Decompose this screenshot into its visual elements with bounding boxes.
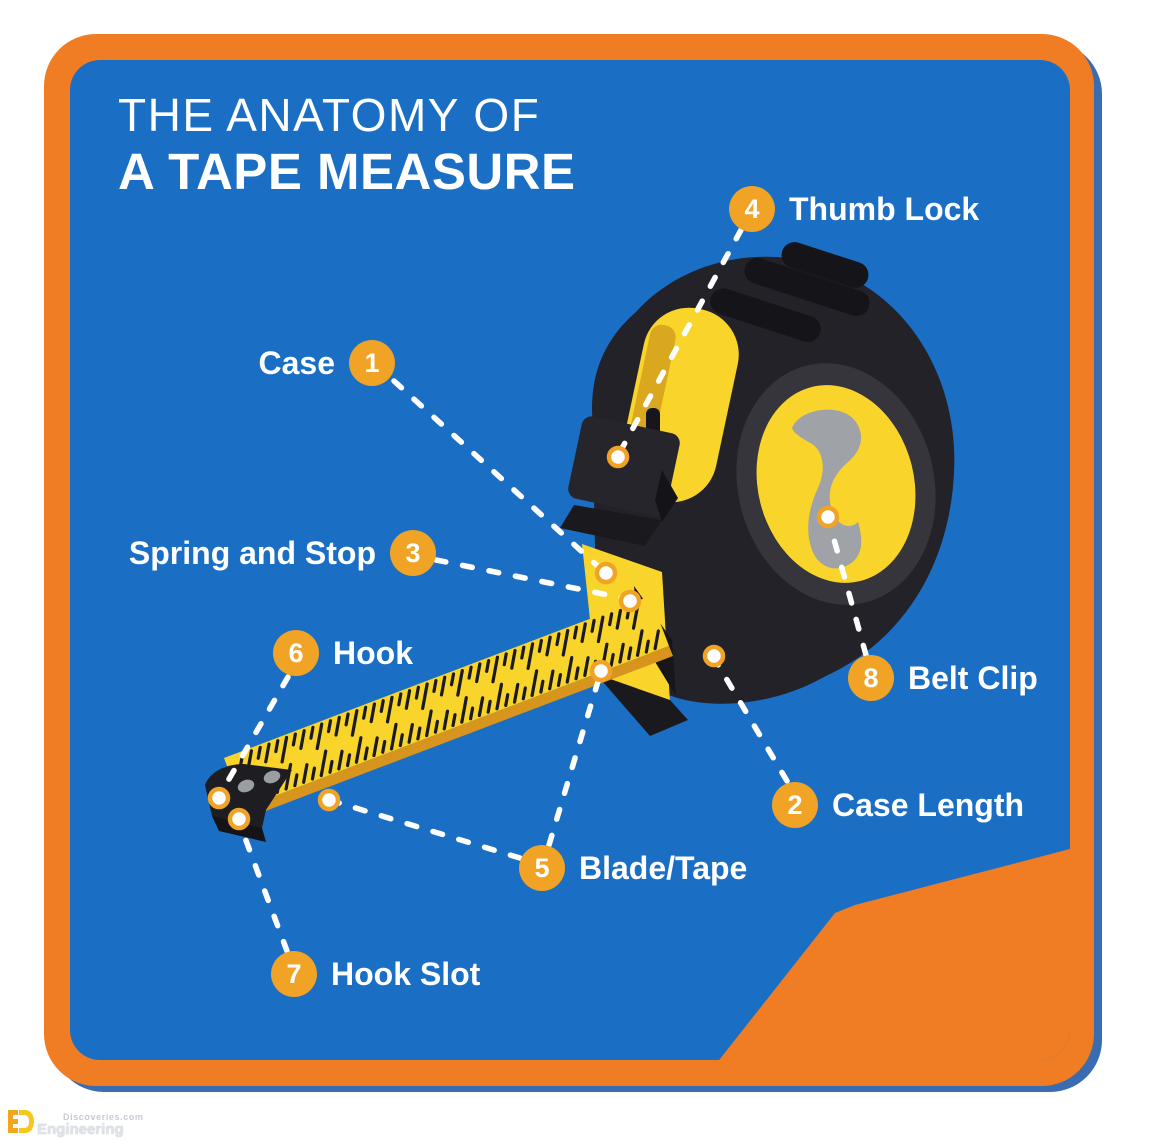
leader-line-hook [218,674,291,796]
watermark-engineering: Engineering [37,1121,124,1139]
label-blade-tape-text: Blade/Tape [579,849,748,886]
anchor-dot [227,807,251,831]
hook [205,764,292,842]
title-line-1: THE ANATOMY OF [118,89,541,141]
leader-line-case [391,378,604,572]
label-thumb-lock-number: 4 [729,186,775,232]
belt-clip-window [736,363,936,605]
corner-accent [716,848,1070,1060]
label-blade-tape: 5 Blade/Tape [519,845,747,891]
label-hook-number: 6 [273,630,319,676]
leader-line-belt-clip [827,522,869,658]
blade-underside [243,646,673,818]
ed-logo-icon [8,1110,34,1133]
label-spring-and-stop-text: Spring and Stop [128,534,376,571]
anchor-dot [606,445,630,469]
anchor-dot [618,589,642,613]
anchor-dot [317,788,341,812]
label-case-number: 1 [349,340,395,386]
anchor-dot [702,644,726,668]
label-belt-clip: 8 Belt Clip [848,655,1038,701]
watermark-logo: Discoveries.com Engineering [8,1108,144,1138]
leader-line-blade-b [333,799,523,861]
tape-blade [224,596,669,808]
page-title: THE ANATOMY OF A TAPE MEASURE [118,88,576,202]
title-line-2: A TAPE MEASURE [118,143,576,201]
watermark-discoveries: Discoveries.com [63,1111,144,1122]
anchor-dots [207,445,840,831]
belt-clip [792,409,862,569]
anchor-dot [207,786,231,810]
label-case: Case 1 [258,340,395,386]
label-hook: 6 Hook [273,630,413,676]
leader-lines [218,227,869,954]
label-case-text: Case [258,344,336,381]
label-thumb-lock-text: Thumb Lock [789,190,980,227]
label-hook-slot: 7 Hook Slot [271,951,480,997]
anchor-dot [594,561,618,585]
label-hook-slot-number: 7 [271,951,317,997]
label-hook-text: Hook [333,634,413,671]
label-blade-tape-number: 5 [519,845,565,891]
label-spring-and-stop: Spring and Stop 3 [129,530,436,576]
leader-line-case-length [714,660,790,784]
label-case-length-number: 2 [772,782,818,828]
anchor-dot [589,659,613,683]
label-spring-and-stop-number: 3 [390,530,436,576]
anchor-dot [816,505,840,529]
leader-line-spring-stop [433,557,626,601]
case-bottom-flange [596,674,688,736]
label-case-length: 2 Case Length [772,782,1024,828]
grip-texture [710,242,870,342]
label-thumb-lock: 4 Thumb Lock [729,186,979,232]
label-hook-slot-text: Hook Slot [331,955,481,992]
label-belt-clip-number: 8 [848,655,894,701]
label-belt-clip-text: Belt Clip [908,659,1038,696]
leader-line-hook-slot [238,824,290,954]
label-case-length-text: Case Length [832,786,1025,823]
watermark-text: Discoveries.com Engineering [37,1111,144,1139]
leader-line-blade-a [546,675,602,848]
